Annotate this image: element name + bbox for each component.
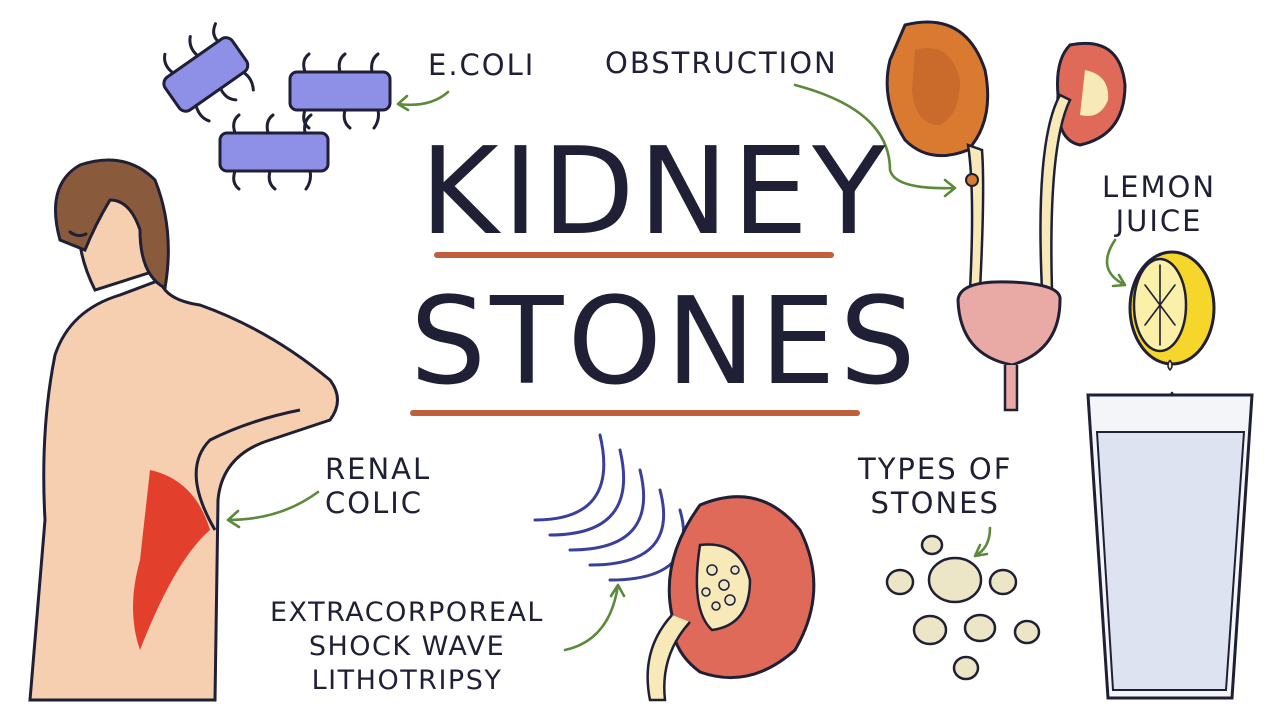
ecoli-arrow	[396, 90, 450, 112]
label-lemon-juice: LEMON JUICE	[1102, 170, 1216, 238]
shock-waves-icon	[533, 433, 686, 582]
label-renal-colic-line-2: COLIC	[325, 486, 424, 520]
label-renal-colic-line-1: RENAL	[325, 452, 432, 486]
label-lemon-juice-line-1: LEMON	[1102, 170, 1217, 204]
kidney-cross-section-illustration	[646, 495, 816, 702]
urinary-system-illustration	[885, 20, 1127, 412]
label-eswl-line-2: SHOCK WAVE	[308, 631, 506, 662]
title-underline-2	[410, 410, 860, 416]
renal-colic-arrow	[226, 490, 320, 529]
water-glass-icon	[1086, 391, 1254, 700]
obstruction-arrow	[793, 83, 957, 198]
woman-back-pain-illustration	[28, 158, 339, 702]
label-ecoli: E.COLI	[428, 48, 536, 82]
title-underline-1	[434, 252, 834, 258]
label-types-of-stones-line-1: TYPES OF	[858, 452, 1013, 486]
label-eswl-line-3: LITHOTRIPSY	[311, 665, 503, 696]
bacteria-icon	[162, 22, 392, 191]
label-renal-colic: RENAL COLIC	[325, 452, 431, 520]
title-line-1: KIDNEY	[420, 123, 890, 262]
label-types-of-stones: TYPES OF STONES	[858, 452, 1012, 520]
stones-icon	[885, 534, 1041, 681]
stones-arrow	[973, 526, 992, 558]
lemon-arrow	[1105, 238, 1127, 288]
label-eswl-line-1: EXTRACORPOREAL	[270, 597, 544, 628]
title-line-2: STONES	[410, 273, 920, 412]
label-lemon-juice-line-2: JUICE	[1115, 204, 1203, 238]
lemon-icon	[1128, 250, 1216, 372]
eswl-arrow	[563, 583, 626, 652]
label-types-of-stones-line-2: STONES	[870, 486, 1000, 520]
label-eswl: EXTRACORPOREAL SHOCK WAVE LITHOTRIPSY	[270, 596, 544, 698]
label-obstruction: OBSTRUCTION	[605, 46, 838, 80]
